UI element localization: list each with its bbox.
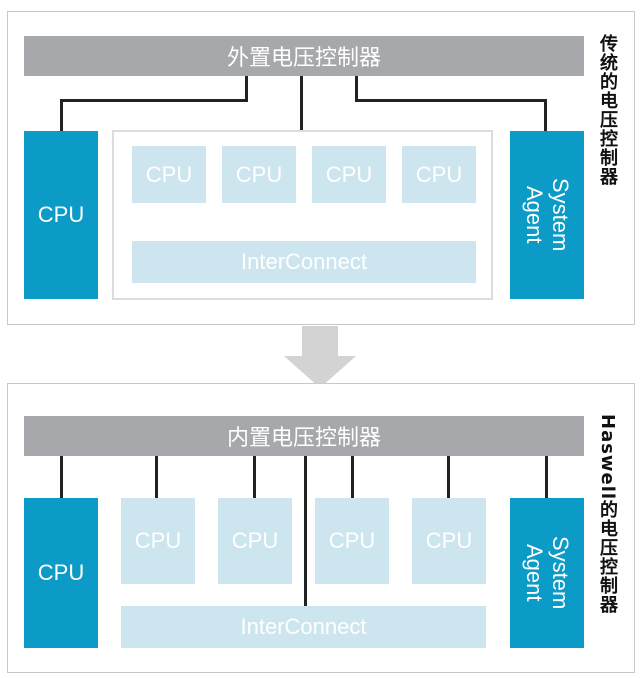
bottom-line-6 — [545, 456, 548, 498]
bottom-core-3-label: CPU — [328, 528, 376, 553]
top-core-4: CPU — [402, 146, 476, 203]
top-controller-label: 外置电压控制器 — [226, 46, 381, 71]
bottom-line-1 — [60, 456, 63, 498]
bottom-controller-label: 内置电压控制器 — [226, 426, 381, 451]
bottom-core-2: CPU — [218, 498, 292, 584]
bottom-interconnect: InterConnect — [121, 606, 486, 648]
bottom-line-4 — [351, 456, 354, 498]
bottom-line-center — [304, 456, 307, 648]
top-line-left-v2 — [60, 99, 63, 131]
bottom-core-4: CPU — [412, 498, 486, 584]
top-line-right-v2 — [544, 99, 547, 131]
top-line-right-v1 — [355, 76, 358, 101]
bottom-core-3: CPU — [315, 498, 389, 584]
bottom-line-center-over — [304, 584, 307, 606]
bottom-core-1: CPU — [121, 498, 195, 584]
bottom-core-2-label: CPU — [231, 528, 279, 553]
top-core-1-label: CPU — [145, 161, 193, 187]
bottom-side-label: Haswell的电压控制器 — [597, 414, 618, 615]
top-core-3: CPU — [312, 146, 386, 203]
bottom-cpu-left-label: CPU — [37, 560, 85, 585]
bottom-line-5 — [447, 456, 450, 498]
top-interconnect: InterConnect — [132, 241, 476, 283]
top-line-left-v1 — [245, 76, 248, 101]
top-line-center — [300, 76, 303, 130]
top-core-2-label: CPU — [235, 161, 283, 187]
bottom-core-4-label: CPU — [425, 528, 473, 553]
top-core-4-label: CPU — [415, 161, 463, 187]
down-arrow-icon — [284, 326, 356, 388]
top-line-left-h — [60, 99, 248, 102]
top-system-agent-label: System Agent — [522, 178, 573, 252]
bottom-line-3 — [253, 456, 256, 498]
bottom-system-agent-label: System Agent — [522, 536, 573, 610]
top-controller-bar: 外置电压控制器 — [24, 36, 584, 76]
bottom-controller-bar: 内置电压控制器 — [24, 416, 584, 456]
bottom-core-1-label: CPU — [134, 528, 182, 553]
top-cpu-left-label: CPU — [37, 202, 85, 227]
top-line-right-h — [355, 99, 547, 102]
top-core-2: CPU — [222, 146, 296, 203]
bottom-line-2 — [155, 456, 158, 498]
bottom-system-agent: System Agent — [510, 498, 584, 648]
top-side-label: 传统的电压控制器 — [597, 34, 618, 186]
bottom-interconnect-label: InterConnect — [240, 614, 367, 639]
top-core-3-label: CPU — [325, 161, 373, 187]
bottom-cpu-left: CPU — [24, 498, 98, 648]
top-interconnect-label: InterConnect — [241, 249, 367, 274]
top-cpu-left: CPU — [24, 131, 98, 299]
top-system-agent: System Agent — [510, 131, 584, 299]
top-core-1: CPU — [132, 146, 206, 203]
